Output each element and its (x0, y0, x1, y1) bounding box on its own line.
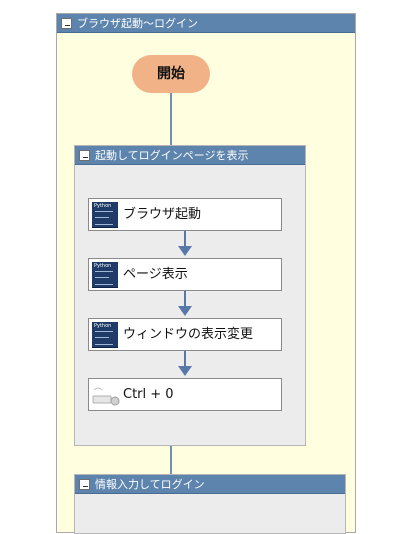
flow-arrow-head (178, 246, 192, 256)
python-script-icon: Python (92, 202, 118, 228)
sub-group-header[interactable]: 起動してログインページを表示 (75, 146, 305, 165)
sub-group-enter-info-login[interactable]: 情報入力してログイン (74, 474, 346, 534)
action-label: ページ表示 (123, 267, 188, 282)
flow-arrow-head (178, 366, 192, 376)
collapse-icon[interactable] (61, 18, 72, 29)
sub-group-title: 情報入力してログイン (95, 478, 205, 491)
connector-line (170, 93, 172, 145)
python-script-icon: Python (92, 322, 118, 348)
action-ctrl-zero[interactable]: Ctrl + 0 (88, 378, 282, 411)
sub-group-header[interactable]: 情報入力してログイン (75, 475, 345, 494)
action-show-page[interactable]: Python ページ表示 (88, 258, 282, 291)
flow-arrow-line (184, 351, 186, 367)
flow-group-header[interactable]: ブラウザ起動～ログイン (57, 14, 355, 33)
action-label: ウィンドウの表示変更 (123, 327, 254, 342)
start-node[interactable]: 開始 (132, 55, 210, 93)
action-launch-browser[interactable]: Python ブラウザ起動 (88, 198, 282, 231)
python-icon-text: Python (94, 323, 112, 329)
python-icon-text: Python (94, 203, 112, 209)
flow-arrow-head (178, 306, 192, 316)
keyboard-mouse-icon (92, 387, 120, 406)
collapse-icon[interactable] (79, 479, 90, 490)
python-script-icon: Python (92, 262, 118, 288)
flow-arrow-line (184, 231, 186, 247)
action-label: Ctrl + 0 (123, 387, 174, 402)
action-label: ブラウザ起動 (123, 207, 202, 222)
action-change-window-display[interactable]: Python ウィンドウの表示変更 (88, 318, 282, 351)
collapse-icon[interactable] (79, 150, 90, 161)
flow-arrow-line (184, 291, 186, 307)
python-icon-text: Python (94, 263, 112, 269)
sub-group-title: 起動してログインページを表示 (95, 149, 249, 162)
flow-group-title: ブラウザ起動～ログイン (77, 17, 198, 30)
connector-line (170, 446, 172, 474)
